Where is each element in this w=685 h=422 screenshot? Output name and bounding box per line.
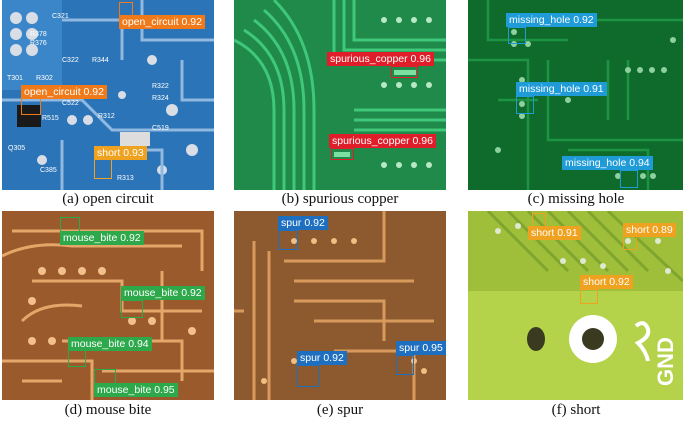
detection-label: short 0.89 (623, 223, 676, 237)
silk-label: R302 (36, 75, 53, 82)
silk-label: R324 (152, 95, 169, 102)
caption-b: (b) spurious copper (281, 191, 399, 207)
panel-spurious-copper: spurious_copper 0.96 spurious_copper 0.9… (234, 0, 446, 190)
panel-missing-hole: missing_hole 0.92 missing_hole 0.91 miss… (468, 0, 683, 190)
detection-label: mouse_bite 0.95 (94, 383, 178, 397)
defect-box (121, 300, 143, 318)
detection-label: mouse_bite 0.92 (60, 231, 144, 245)
detection-label: open_circuit 0.92 (21, 85, 107, 99)
defect-box (278, 230, 298, 250)
detection-label: spur 0.92 (278, 216, 328, 230)
pcb-image-open-circuit: C321 R378 R376 C322 R344 T301 R302 C522 … (2, 0, 214, 190)
pcb-image-mouse-bite (2, 211, 214, 400)
panel-open-circuit: C321 R378 R376 C322 R344 T301 R302 C522 … (2, 0, 214, 190)
defect-box (94, 159, 112, 179)
silk-label: R515 (42, 115, 59, 122)
caption-f: (f) short (551, 402, 601, 418)
defect-box (396, 355, 414, 375)
detection-label: spurious_copper 0.96 (327, 52, 434, 66)
defect-box (331, 148, 354, 160)
panel-short: GND short 0.91 short 0.89 short 0.92 (468, 211, 683, 400)
silk-label: C322 (62, 57, 79, 64)
pcb-image-spur (234, 211, 446, 400)
caption-a: (a) open circuit (62, 191, 154, 207)
caption-c: (c) missing hole (527, 191, 625, 207)
pcb-image-spurious-copper (234, 0, 446, 190)
detection-label: spur 0.95 (396, 341, 446, 355)
silk-label: C519 (152, 125, 169, 132)
detection-label: short 0.92 (580, 275, 633, 289)
silk-label: R344 (92, 57, 109, 64)
caption-e: (e) spur (316, 402, 364, 418)
detection-label: short 0.93 (94, 146, 147, 160)
silk-label: C522 (62, 100, 79, 107)
panel-mouse-bite: mouse_bite 0.92 mouse_bite 0.92 mouse_bi… (2, 211, 214, 400)
detection-label: spur 0.92 (297, 351, 347, 365)
defect-box (68, 349, 86, 367)
detection-label: missing_hole 0.92 (506, 13, 597, 27)
defect-box (623, 236, 637, 250)
defect-box (580, 289, 598, 304)
detection-label: short 0.91 (528, 226, 581, 240)
silk-label: GND (653, 337, 678, 386)
silk-label: C321 (52, 13, 69, 20)
silk-label: R378 (30, 31, 47, 38)
silk-label: T301 (7, 75, 23, 82)
detection-label: missing_hole 0.91 (516, 82, 607, 96)
silk-label: R376 (30, 40, 47, 47)
pcb-image-short: GND (468, 211, 683, 400)
silk-label: R322 (152, 83, 169, 90)
defect-box (516, 96, 534, 114)
detection-label: spurious_copper 0.96 (329, 134, 436, 148)
defect-box (21, 98, 41, 115)
defect-box (391, 66, 418, 78)
detection-label: missing_hole 0.94 (562, 156, 653, 170)
defect-box (508, 27, 526, 44)
silk-label: R313 (117, 175, 134, 182)
detection-label: open_circuit 0.92 (119, 15, 205, 29)
silk-label: C385 (40, 167, 57, 174)
silk-label: Q305 (8, 145, 25, 152)
silk-label: R312 (98, 113, 115, 120)
defect-box (297, 365, 319, 387)
caption-d: (d) mouse bite (64, 402, 152, 418)
detection-label: mouse_bite 0.94 (68, 337, 152, 351)
detection-label: mouse_bite 0.92 (121, 286, 205, 300)
defect-box (620, 170, 638, 188)
panel-spur: spur 0.92 spur 0.92 spur 0.95 (234, 211, 446, 400)
